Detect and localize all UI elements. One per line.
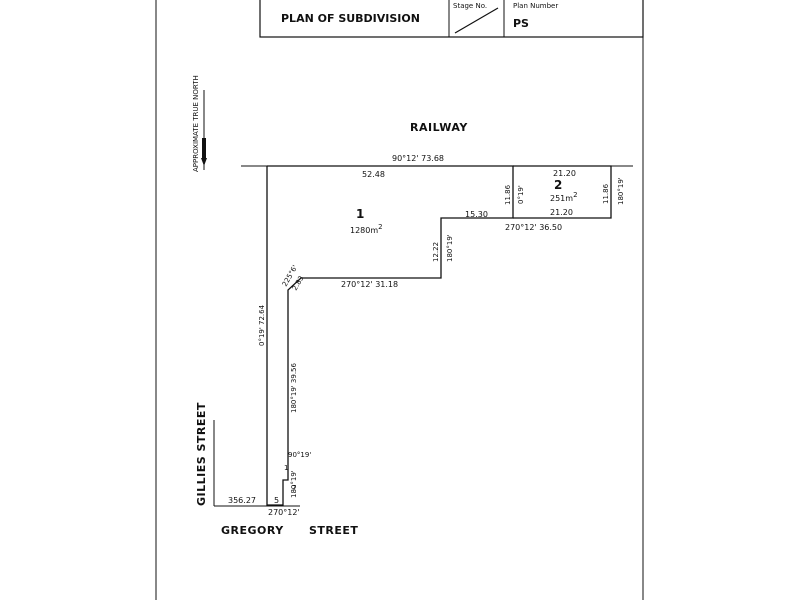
dim-west-boundary: 0°19' 72.64 [258, 304, 266, 346]
gregory-label: GREGORY [221, 524, 284, 537]
dim-gillies-offset: 356.27 [228, 496, 256, 505]
street-label: STREET [309, 524, 358, 537]
lot-2-label: 2 251m2 [550, 178, 578, 203]
dim-lot2-right-bear: 180°19' [617, 177, 625, 205]
north-arrow: APPROXIMATE TRUE NORTH [192, 75, 207, 172]
dim-top-lot2: 21.20 [553, 169, 576, 178]
dim-notch-len: 1 [284, 464, 288, 472]
north-arrow-label: APPROXIMATE TRUE NORTH [192, 75, 200, 172]
stage-label: Stage No. [453, 2, 487, 10]
stage-slash [454, 7, 499, 34]
dim-notch-bear: 90°19' [288, 451, 311, 459]
dim-mid-bearing: 270°12' 31.18 [341, 280, 398, 289]
title-block-frame [259, 0, 644, 38]
dim-frontage-bear: 270°12' [268, 508, 300, 517]
dim-base-len: 7 [292, 484, 296, 492]
plan-number-label: Plan Number [513, 2, 558, 10]
dim-step-width: 15.30 [465, 210, 488, 219]
gillies-street-label: GILLIES STREET [195, 402, 208, 506]
north-arrow-head-icon [202, 138, 206, 158]
plan-title: PLAN OF SUBDIVISION [281, 12, 420, 25]
lot-2-boundary [513, 165, 612, 219]
dim-top-lot1: 52.48 [362, 170, 385, 179]
plan-number-value: PS [513, 17, 529, 30]
lot-1-boundary [266, 165, 514, 506]
dim-lot2-left-len: 11.86 [504, 184, 512, 205]
dim-inner-boundary: 180°19' 39.56 [290, 362, 298, 413]
dim-top-bearing: 90°12' 73.68 [392, 154, 444, 163]
lot-2-number: 2 [554, 178, 562, 192]
lot-1-area: 1280m2 [350, 223, 383, 235]
lot-1-label: 1 1280m2 [350, 207, 383, 235]
dim-lot2-right-len: 11.86 [602, 183, 610, 204]
lot-2-area: 251m2 [550, 191, 578, 203]
dim-frontage: 5 [274, 496, 279, 505]
title-block: PLAN OF SUBDIVISION Stage No. Plan Numbe… [259, 0, 644, 38]
north-arrow-tip-icon [201, 158, 207, 166]
dim-base-bear: 180°19' [290, 470, 298, 498]
dim-lot2-left-bear: 0°19' [517, 185, 525, 204]
dim-lot2-bottom: 21.20 [550, 208, 573, 217]
railway-label: RAILWAY [410, 121, 468, 134]
lot-1-number: 1 [356, 207, 364, 221]
dim-step-height: 12.22 [432, 242, 440, 262]
dim-step-bear: 180°19' [446, 234, 454, 262]
dim-lower-bearing: 270°12' 36.50 [505, 223, 562, 232]
